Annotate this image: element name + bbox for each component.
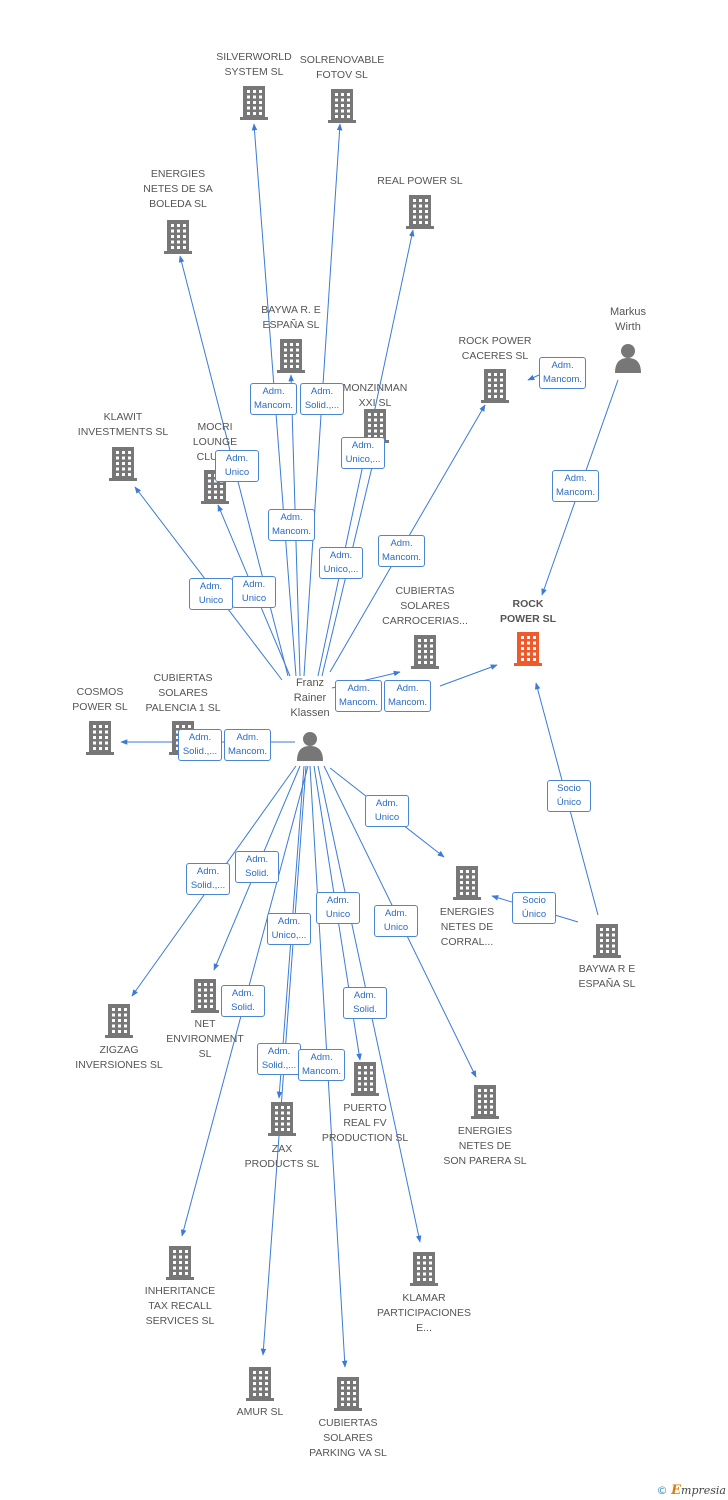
company-label-amur[interactable]: AMUR SL (236, 1406, 284, 1418)
role-label: Adm. Mancom. (298, 1049, 346, 1081)
role-label: Adm. Solid.,... (178, 729, 222, 761)
building-icon[interactable] (333, 1375, 363, 1416)
building-icon[interactable] (108, 445, 138, 486)
company-label-rock-power[interactable]: ROCK POWER SL (499, 598, 556, 625)
building-icon[interactable] (480, 367, 510, 408)
role-label: Adm. Solid.,... (300, 383, 344, 415)
building-icon[interactable] (405, 193, 435, 234)
role-label: Adm. Unico (374, 905, 418, 937)
role-label: Adm. Mancom. (552, 470, 600, 502)
role-label: Adm. Mancom. (539, 357, 587, 389)
person-icon[interactable] (295, 731, 325, 766)
role-label: Adm. Mancom. (250, 383, 298, 415)
building-icon[interactable] (410, 633, 440, 674)
building-icon[interactable] (409, 1250, 439, 1291)
role-label: Adm. Unico (316, 892, 360, 924)
building-icon[interactable] (267, 1100, 297, 1141)
role-label: Adm. Unico (365, 795, 409, 827)
person-icon[interactable] (613, 343, 643, 378)
company-label-cubiertas-carrocerias[interactable]: CUBIERTAS SOLARES CARROCERIAS... (382, 585, 468, 627)
company-label-klamar[interactable]: KLAMAR PARTICIPACIONES E... (377, 1292, 471, 1334)
building-icon[interactable] (104, 1002, 134, 1043)
company-label-solrenovable[interactable]: SOLRENOVABLE FOTOV SL (299, 54, 385, 81)
building-icon[interactable] (452, 864, 482, 905)
building-icon[interactable] (350, 1060, 380, 1101)
building-icon[interactable] (276, 337, 306, 378)
role-label: Socio Único (547, 780, 591, 812)
company-label-monzinman[interactable]: MONZINMAN XXI SL (342, 382, 408, 409)
building-icon[interactable] (245, 1365, 275, 1406)
company-label-baywa-2[interactable]: BAYWA R E ESPAÑA SL (578, 963, 636, 990)
role-label: Adm. Mancom. (378, 535, 426, 567)
company-label-zigzag[interactable]: ZIGZAG INVERSIONES SL (75, 1044, 163, 1071)
building-icon[interactable] (513, 630, 543, 671)
company-label-puerto-real[interactable]: PUERTO REAL FV PRODUCTION SL (321, 1102, 409, 1144)
edge-27 (527, 374, 540, 381)
role-label: Adm. Unico (215, 450, 259, 482)
building-icon[interactable] (239, 84, 269, 125)
company-label-rock-power-caceres[interactable]: ROCK POWER CACERES SL (458, 335, 532, 362)
company-label-real-power[interactable]: REAL POWER SL (377, 175, 463, 187)
building-icon[interactable] (190, 977, 220, 1018)
building-icon[interactable] (470, 1083, 500, 1124)
person-label-markus[interactable]: Markus Wirth (609, 306, 647, 333)
company-label-inheritance[interactable]: INHERITANCE TAX RECALL SERVICES SL (144, 1285, 216, 1327)
copyright-symbol: © (656, 1484, 668, 1497)
role-label: Adm. Mancom. (224, 729, 272, 761)
company-label-energies-son-parera[interactable]: ENERGIES NETES DE SON PARERA SL (443, 1125, 527, 1167)
role-label: Socio Único (512, 892, 556, 924)
building-icon[interactable] (85, 719, 115, 760)
role-label: Adm. Solid. (221, 985, 265, 1017)
role-label: Adm. Unico (232, 576, 276, 608)
building-icon[interactable] (327, 87, 357, 128)
role-label: Adm. Unico,... (319, 547, 363, 579)
company-label-cosmos[interactable]: COSMOS POWER SL (72, 686, 128, 713)
company-label-energies-sa-boleda[interactable]: ENERGIES NETES DE SA BOLEDA SL (143, 168, 213, 210)
company-label-net-environment[interactable]: NET ENVIRONMENT SL (166, 1018, 244, 1060)
building-icon[interactable] (165, 1244, 195, 1285)
building-icon[interactable] (592, 922, 622, 963)
brand-name: mpresia (681, 1484, 726, 1497)
role-label: Adm. Solid.,... (186, 863, 230, 895)
role-label: Adm. Solid. (343, 987, 387, 1019)
company-label-silverworld[interactable]: SILVERWORLD SYSTEM SL (216, 51, 292, 78)
role-label: Adm. Mancom. (335, 680, 383, 712)
building-icon[interactable] (163, 218, 193, 259)
company-label-energies-corral[interactable]: ENERGIES NETES DE CORRAL... (439, 906, 495, 948)
role-label: Adm. Mancom. (384, 680, 432, 712)
company-label-cubiertas-palencia[interactable]: CUBIERTAS SOLARES PALENCIA 1 SL (145, 672, 221, 714)
person-label-franz[interactable]: Franz Rainer Klassen (290, 677, 330, 719)
company-label-cubiertas-parking[interactable]: CUBIERTAS SOLARES PARKING VA SL (309, 1417, 387, 1459)
role-label: Adm. Unico,... (267, 913, 311, 945)
role-label: Adm. Solid. (235, 851, 279, 883)
company-label-zax[interactable]: ZAX PRODUCTS SL (244, 1143, 320, 1170)
role-label: Adm. Unico,... (341, 437, 385, 469)
company-label-klawit[interactable]: KLAWIT INVESTMENTS SL (77, 411, 169, 438)
role-label: Adm. Unico (189, 578, 233, 610)
empresia-brand[interactable]: © Empresia (657, 1483, 726, 1498)
role-label: Adm. Solid.,... (257, 1043, 301, 1075)
role-label: Adm. Mancom. (268, 509, 316, 541)
company-label-baywa-1[interactable]: BAYWA R. E ESPAÑA SL (261, 304, 321, 331)
edge-11 (439, 664, 498, 687)
brand-initial: E (671, 1483, 682, 1498)
